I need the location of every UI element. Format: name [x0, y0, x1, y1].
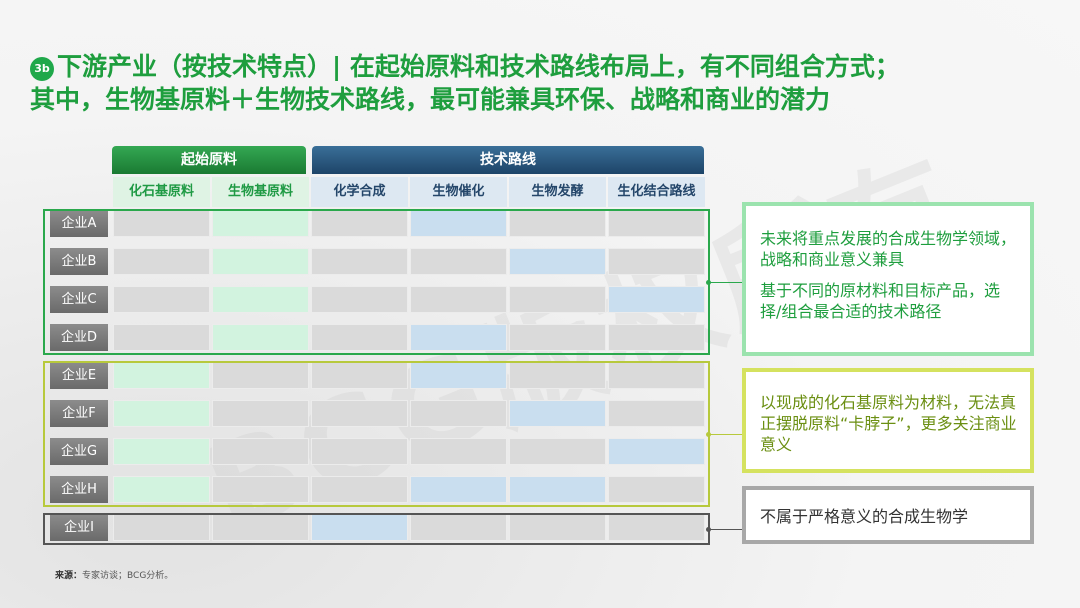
matrix-cell [113, 210, 210, 237]
section-badge: 3b [30, 57, 54, 81]
title-line-2: 其中，生物基原料＋生物技术路线，最可能兼具环保、战略和商业的潜力 [30, 85, 831, 114]
note-yellow-text: 以现成的化石基原料为材料，无法真正摆脱原料“卡脖子”，更多关注商业意义 [760, 393, 1017, 454]
connector-yellow [710, 434, 742, 435]
matrix-cell [212, 400, 309, 427]
matrix-cell [212, 438, 309, 465]
matrix-cell [113, 438, 210, 465]
matrix-cell [311, 400, 408, 427]
subheader-1: 生物基原料 [212, 177, 309, 207]
row-label: 企业A [50, 210, 108, 237]
matrix-cell [410, 324, 507, 351]
matrix-cell [212, 210, 309, 237]
subheader-5: 生化结合路线 [608, 177, 705, 207]
matrix-cell [212, 286, 309, 313]
matrix-cell [608, 286, 705, 313]
matrix-cell [410, 400, 507, 427]
row-label: 企业F [50, 400, 108, 427]
group-fossil-based [43, 361, 710, 507]
row-label: 企业H [50, 476, 108, 503]
matrix-cell [212, 248, 309, 275]
matrix-cell [113, 476, 210, 503]
connector-dot-green [706, 280, 711, 285]
matrix-cell [509, 324, 606, 351]
matrix-cell [608, 400, 705, 427]
matrix-cell [311, 286, 408, 313]
matrix-cell [311, 248, 408, 275]
source-text: 专家访谈；BCG分析。 [82, 571, 174, 581]
connector-dot-grey [706, 527, 711, 532]
matrix-cell [113, 248, 210, 275]
source-label: 来源： [55, 571, 83, 581]
matrix-cell [113, 400, 210, 427]
row-label: 企业E [50, 362, 108, 389]
matrix-cell [410, 362, 507, 389]
subheader-2: 化学合成 [311, 177, 408, 207]
matrix-cell [410, 438, 507, 465]
header-tech-route: 技术路线 [312, 146, 704, 174]
matrix-cell [212, 324, 309, 351]
matrix-cell [608, 476, 705, 503]
group-bio-based [43, 209, 710, 355]
matrix-cell [410, 286, 507, 313]
row-label: 企业B [50, 248, 108, 275]
note-bio-based: 未来将重点发展的合成生物学领域，战略和商业意义兼具 基于不同的原材料和目标产品，… [742, 202, 1034, 356]
matrix-cell [212, 476, 309, 503]
matrix-cell [311, 324, 408, 351]
row-label: 企业I [50, 514, 108, 541]
note-green-text-1: 未来将重点发展的合成生物学领域，战略和商业意义兼具 [760, 229, 1017, 269]
note-green-text-2: 基于不同的原材料和目标产品，选择/组合最合适的技术路径 [760, 281, 1001, 321]
matrix-cell [509, 362, 606, 389]
matrix-cell [608, 438, 705, 465]
matrix-cell [509, 438, 606, 465]
matrix-cell [509, 248, 606, 275]
subheader-3: 生物催化 [410, 177, 507, 207]
connector-dot-yellow [706, 432, 711, 437]
row-label: 企业C [50, 286, 108, 313]
note-non-synbio: 不属于严格意义的合成生物学 [742, 486, 1034, 544]
row-label: 企业D [50, 324, 108, 351]
row-label: 企业G [50, 438, 108, 465]
matrix-cell [311, 476, 408, 503]
connector-grey [710, 529, 742, 530]
matrix-cell [410, 248, 507, 275]
group-non-synbio [43, 513, 710, 545]
matrix-cell [608, 324, 705, 351]
subheader-4: 生物发酵 [509, 177, 606, 207]
header-raw-material: 起始原料 [112, 146, 306, 174]
note-grey-text: 不属于严格意义的合成生物学 [760, 507, 969, 526]
matrix-cell [509, 286, 606, 313]
matrix-cell [608, 248, 705, 275]
note-fossil-based: 以现成的化石基原料为材料，无法真正摆脱原料“卡脖子”，更多关注商业意义 [742, 368, 1034, 473]
source-note: 来源：专家访谈；BCG分析。 [55, 568, 173, 581]
matrix-cell [608, 362, 705, 389]
matrix-cell [113, 324, 210, 351]
matrix-cell [509, 476, 606, 503]
matrix-cell [311, 438, 408, 465]
subheader-0: 化石基原料 [113, 177, 210, 207]
matrix-cell [410, 476, 507, 503]
matrix-cell [509, 400, 606, 427]
title-line-1: 下游产业（按技术特点）| 在起始原料和技术路线布局上，有不同组合方式； [57, 52, 900, 81]
matrix-cell [113, 362, 210, 389]
matrix-cell [113, 286, 210, 313]
matrix-cell [509, 210, 606, 237]
connector-green [710, 282, 742, 283]
